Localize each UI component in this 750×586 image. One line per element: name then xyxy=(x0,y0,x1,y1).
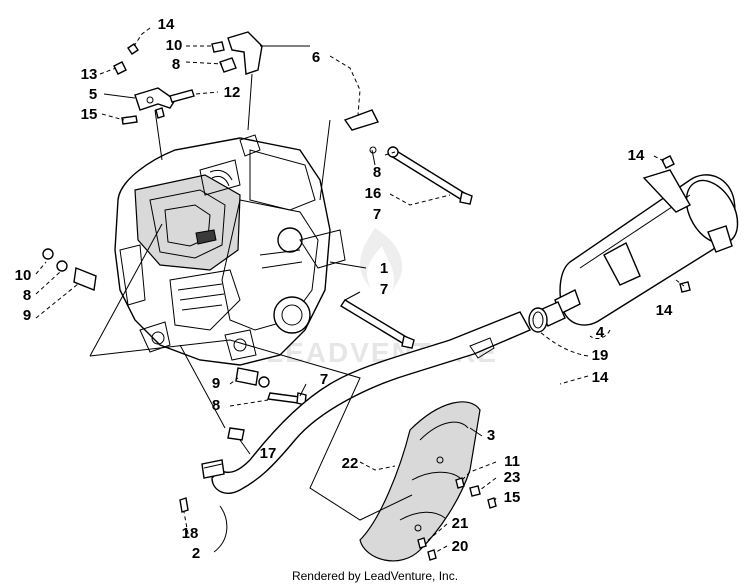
credit-text: Rendered by LeadVenture, Inc. xyxy=(292,569,458,583)
callout-7: 7 xyxy=(373,206,381,223)
long-bolts xyxy=(267,146,473,406)
callout-16: 16 xyxy=(365,185,382,202)
callout-8: 8 xyxy=(172,56,180,73)
callout-7-lower: 7 xyxy=(320,371,328,388)
callout-14: 14 xyxy=(158,16,175,33)
callout-19: 19 xyxy=(592,347,609,364)
callout-10-left: 10 xyxy=(15,267,32,284)
callout-17: 17 xyxy=(260,445,277,462)
left-spacers xyxy=(42,248,270,388)
callout-14-pipe: 14 xyxy=(592,369,609,386)
callout-9-lower: 9 xyxy=(212,375,220,392)
callout-12: 12 xyxy=(224,84,241,101)
callout-5: 5 xyxy=(89,86,97,103)
callout-9-left: 9 xyxy=(23,307,31,324)
mount-bracket-5 xyxy=(113,43,195,125)
heat-shield xyxy=(359,401,497,562)
callout-15-shield: 15 xyxy=(504,489,521,506)
callout-18: 18 xyxy=(182,525,199,542)
callout-10: 10 xyxy=(166,37,183,54)
callout-23: 23 xyxy=(504,469,521,486)
callout-8-right: 8 xyxy=(373,164,381,181)
callout-20: 20 xyxy=(452,538,469,555)
callout-13: 13 xyxy=(81,66,98,83)
callout-8-left: 8 xyxy=(23,287,31,304)
callout-1: 1 xyxy=(380,260,388,277)
muffler xyxy=(539,155,739,327)
callout-22: 22 xyxy=(342,455,359,472)
callout-14-muffler-right: 14 xyxy=(656,302,673,319)
callout-labels: 14 10 8 6 13 5 12 15 8 16 7 14 10 8 9 1 … xyxy=(15,16,673,562)
callout-4: 4 xyxy=(596,324,605,341)
callout-11: 11 xyxy=(504,453,520,470)
callout-21: 21 xyxy=(452,515,469,532)
callout-3: 3 xyxy=(487,427,495,444)
exhaust-pipe xyxy=(179,311,531,513)
callout-14-muffler-top: 14 xyxy=(628,147,645,164)
leader-lines xyxy=(35,27,685,553)
mount-bracket-6 xyxy=(211,31,379,166)
callout-15: 15 xyxy=(81,106,98,123)
callout-8-lower: 8 xyxy=(212,397,220,414)
callout-7-mid: 7 xyxy=(380,281,388,298)
callout-6: 6 xyxy=(312,49,320,66)
exhaust-clamp xyxy=(528,307,548,333)
callout-2: 2 xyxy=(192,545,200,562)
engine-assembly xyxy=(114,134,346,366)
